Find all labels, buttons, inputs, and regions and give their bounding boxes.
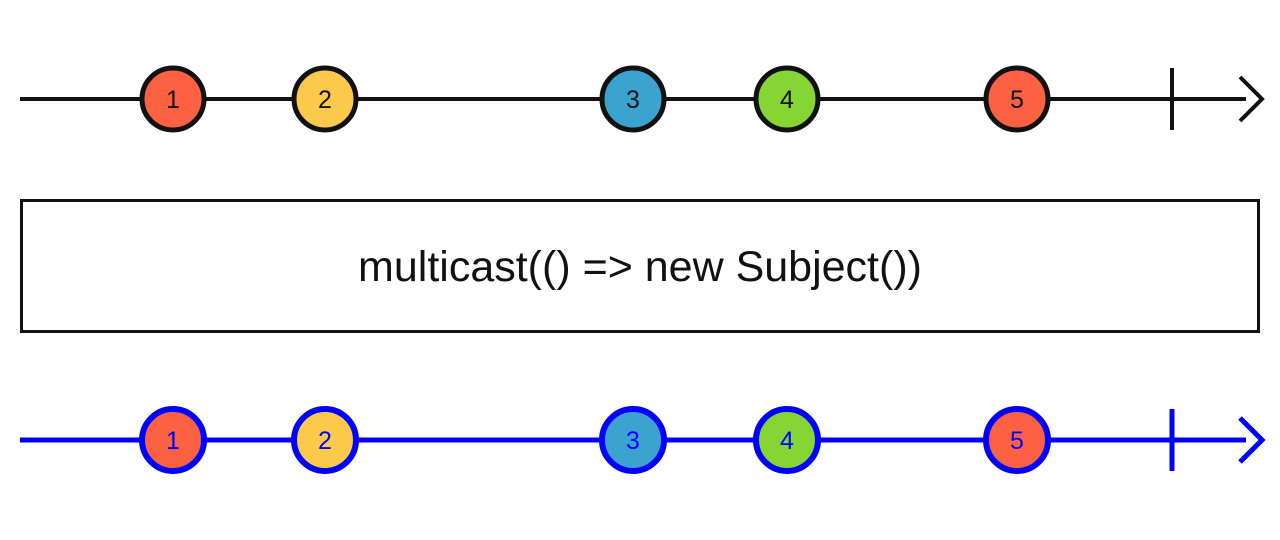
marble-value-label: 2 — [318, 86, 332, 114]
marble-value-label: 2 — [318, 427, 332, 455]
marble-4[interactable]: 4 — [753, 65, 821, 133]
operator-label: multicast(() => new Subject()) — [358, 243, 922, 291]
arrowhead-icon — [1238, 416, 1266, 464]
marble-circle — [753, 406, 821, 474]
marble-5[interactable]: 5 — [983, 406, 1051, 474]
marble-circle — [983, 406, 1051, 474]
result-timeline: 1 2 3 4 5 — [20, 406, 1266, 474]
source-timeline: 1 2 3 4 5 — [20, 65, 1265, 133]
marble-circle — [291, 406, 359, 474]
marble-circle — [599, 65, 667, 133]
marble-value-label: 3 — [626, 86, 640, 114]
marble-value-label: 1 — [166, 86, 180, 114]
marble-value-label: 3 — [626, 427, 640, 455]
marble-circle — [139, 406, 207, 474]
marble-circle — [599, 406, 667, 474]
marble-circle — [983, 65, 1051, 133]
marble-value-label: 5 — [1010, 427, 1024, 455]
arrowhead-icon — [1238, 75, 1265, 123]
operator-box[interactable]: multicast(() => new Subject()) — [20, 199, 1260, 333]
marble-circle — [291, 65, 359, 133]
marble-circle — [753, 65, 821, 133]
marble-5[interactable]: 5 — [983, 65, 1051, 133]
marble-1[interactable]: 1 — [139, 406, 207, 474]
marble-value-label: 4 — [780, 86, 794, 114]
marble-1[interactable]: 1 — [139, 65, 207, 133]
marble-3[interactable]: 3 — [599, 65, 667, 133]
marble-4[interactable]: 4 — [753, 406, 821, 474]
marble-circle — [139, 65, 207, 133]
marble-2[interactable]: 2 — [291, 406, 359, 474]
operator-box-border — [20, 199, 1260, 333]
marble-2[interactable]: 2 — [291, 65, 359, 133]
marble-value-label: 1 — [166, 427, 180, 455]
marble-value-label: 5 — [1010, 86, 1024, 114]
marble-3[interactable]: 3 — [599, 406, 667, 474]
marble-value-label: 4 — [780, 427, 794, 455]
